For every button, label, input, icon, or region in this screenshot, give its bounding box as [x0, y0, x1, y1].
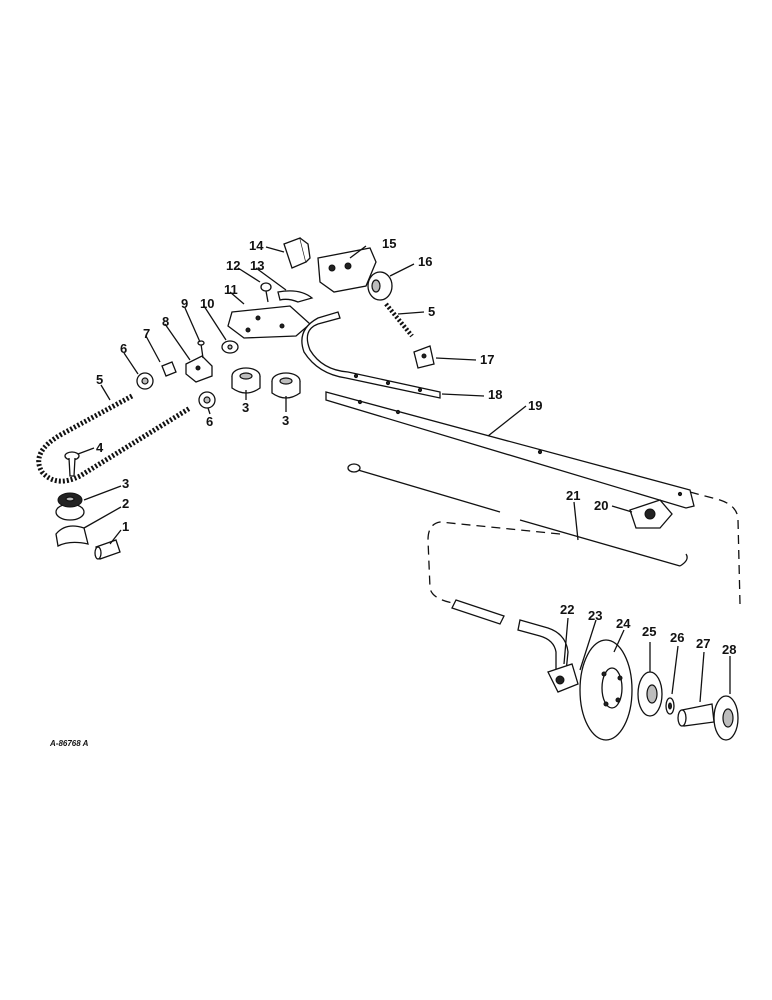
part-22-shaft	[451, 599, 569, 673]
callout-2: 2	[122, 496, 129, 511]
callout-5-chain: 5	[96, 372, 103, 387]
part-27-axle	[677, 703, 715, 727]
callout-3-idler-2: 3	[282, 413, 289, 428]
callout-23: 23	[588, 608, 602, 623]
callout-labels: 1 2 3 3 3 4 5 5 6 6 7 8 9 10 11 12 13 14…	[96, 236, 736, 657]
callout-3-idler-1: 3	[242, 400, 249, 415]
part-16-pulley	[367, 271, 393, 301]
part-9-bolt	[197, 340, 205, 359]
callout-7: 7	[143, 326, 150, 341]
callout-14: 14	[249, 238, 264, 253]
part-11-mounting-plate	[227, 305, 311, 339]
callout-21: 21	[566, 488, 580, 503]
part-1-pin	[94, 539, 121, 560]
callout-15: 15	[382, 236, 396, 251]
part-19-long-rail	[325, 391, 695, 509]
callout-1: 1	[122, 519, 129, 534]
callout-16: 16	[418, 254, 432, 269]
part-8-block	[185, 355, 213, 383]
part-17-clip	[413, 345, 435, 369]
part-3-idler-pulley-2	[271, 372, 301, 399]
reference-code: A-86768 A	[49, 739, 89, 748]
part-23-coupler	[547, 663, 579, 693]
callout-22: 22	[560, 602, 574, 617]
callout-17: 17	[480, 352, 494, 367]
part-25-hub-flange	[637, 671, 663, 717]
part-21-rod	[347, 463, 688, 567]
part-28-hub	[713, 695, 739, 741]
callout-25: 25	[642, 624, 656, 639]
callout-3-pulley: 3	[122, 476, 129, 491]
part-6-nut-lower	[198, 391, 216, 409]
callout-18: 18	[488, 387, 502, 402]
part-15-main-bracket	[317, 247, 377, 293]
part-5-spring-upper	[384, 302, 414, 338]
callout-6-lower: 6	[206, 414, 213, 429]
callout-26: 26	[670, 630, 684, 645]
callout-20: 20	[594, 498, 608, 513]
callout-12: 12	[226, 258, 240, 273]
callout-9: 9	[181, 296, 188, 311]
part-2-clip	[55, 525, 89, 547]
callout-4: 4	[96, 440, 104, 455]
dashed-connector	[427, 491, 741, 605]
part-3-idler-pulley-1	[231, 367, 261, 394]
callout-19: 19	[528, 398, 542, 413]
part-14-u-bracket	[283, 237, 311, 269]
part-26-washer	[665, 697, 675, 715]
callout-24: 24	[616, 616, 631, 631]
leader-lines	[77, 245, 731, 703]
callout-10: 10	[200, 296, 214, 311]
callout-8: 8	[162, 314, 169, 329]
drive-chain	[36, 393, 192, 484]
callout-6-upper: 6	[120, 341, 127, 356]
callout-13: 13	[250, 258, 264, 273]
part-6-nut-upper	[136, 372, 154, 390]
callout-27: 27	[696, 636, 710, 651]
callout-28: 28	[722, 642, 736, 657]
part-10-nut	[221, 340, 239, 354]
part-12-bolt	[260, 282, 272, 303]
part-24-disc	[579, 639, 633, 741]
callout-5-spring: 5	[428, 304, 435, 319]
part-18-bent-rail	[301, 311, 441, 399]
part-7-plate	[161, 361, 177, 377]
part-4-bolt	[64, 451, 80, 477]
part-3-pulley-left	[55, 492, 85, 521]
part-20-bearing-block	[629, 499, 673, 529]
part-13-latch	[277, 290, 314, 303]
callout-11: 11	[224, 282, 238, 297]
